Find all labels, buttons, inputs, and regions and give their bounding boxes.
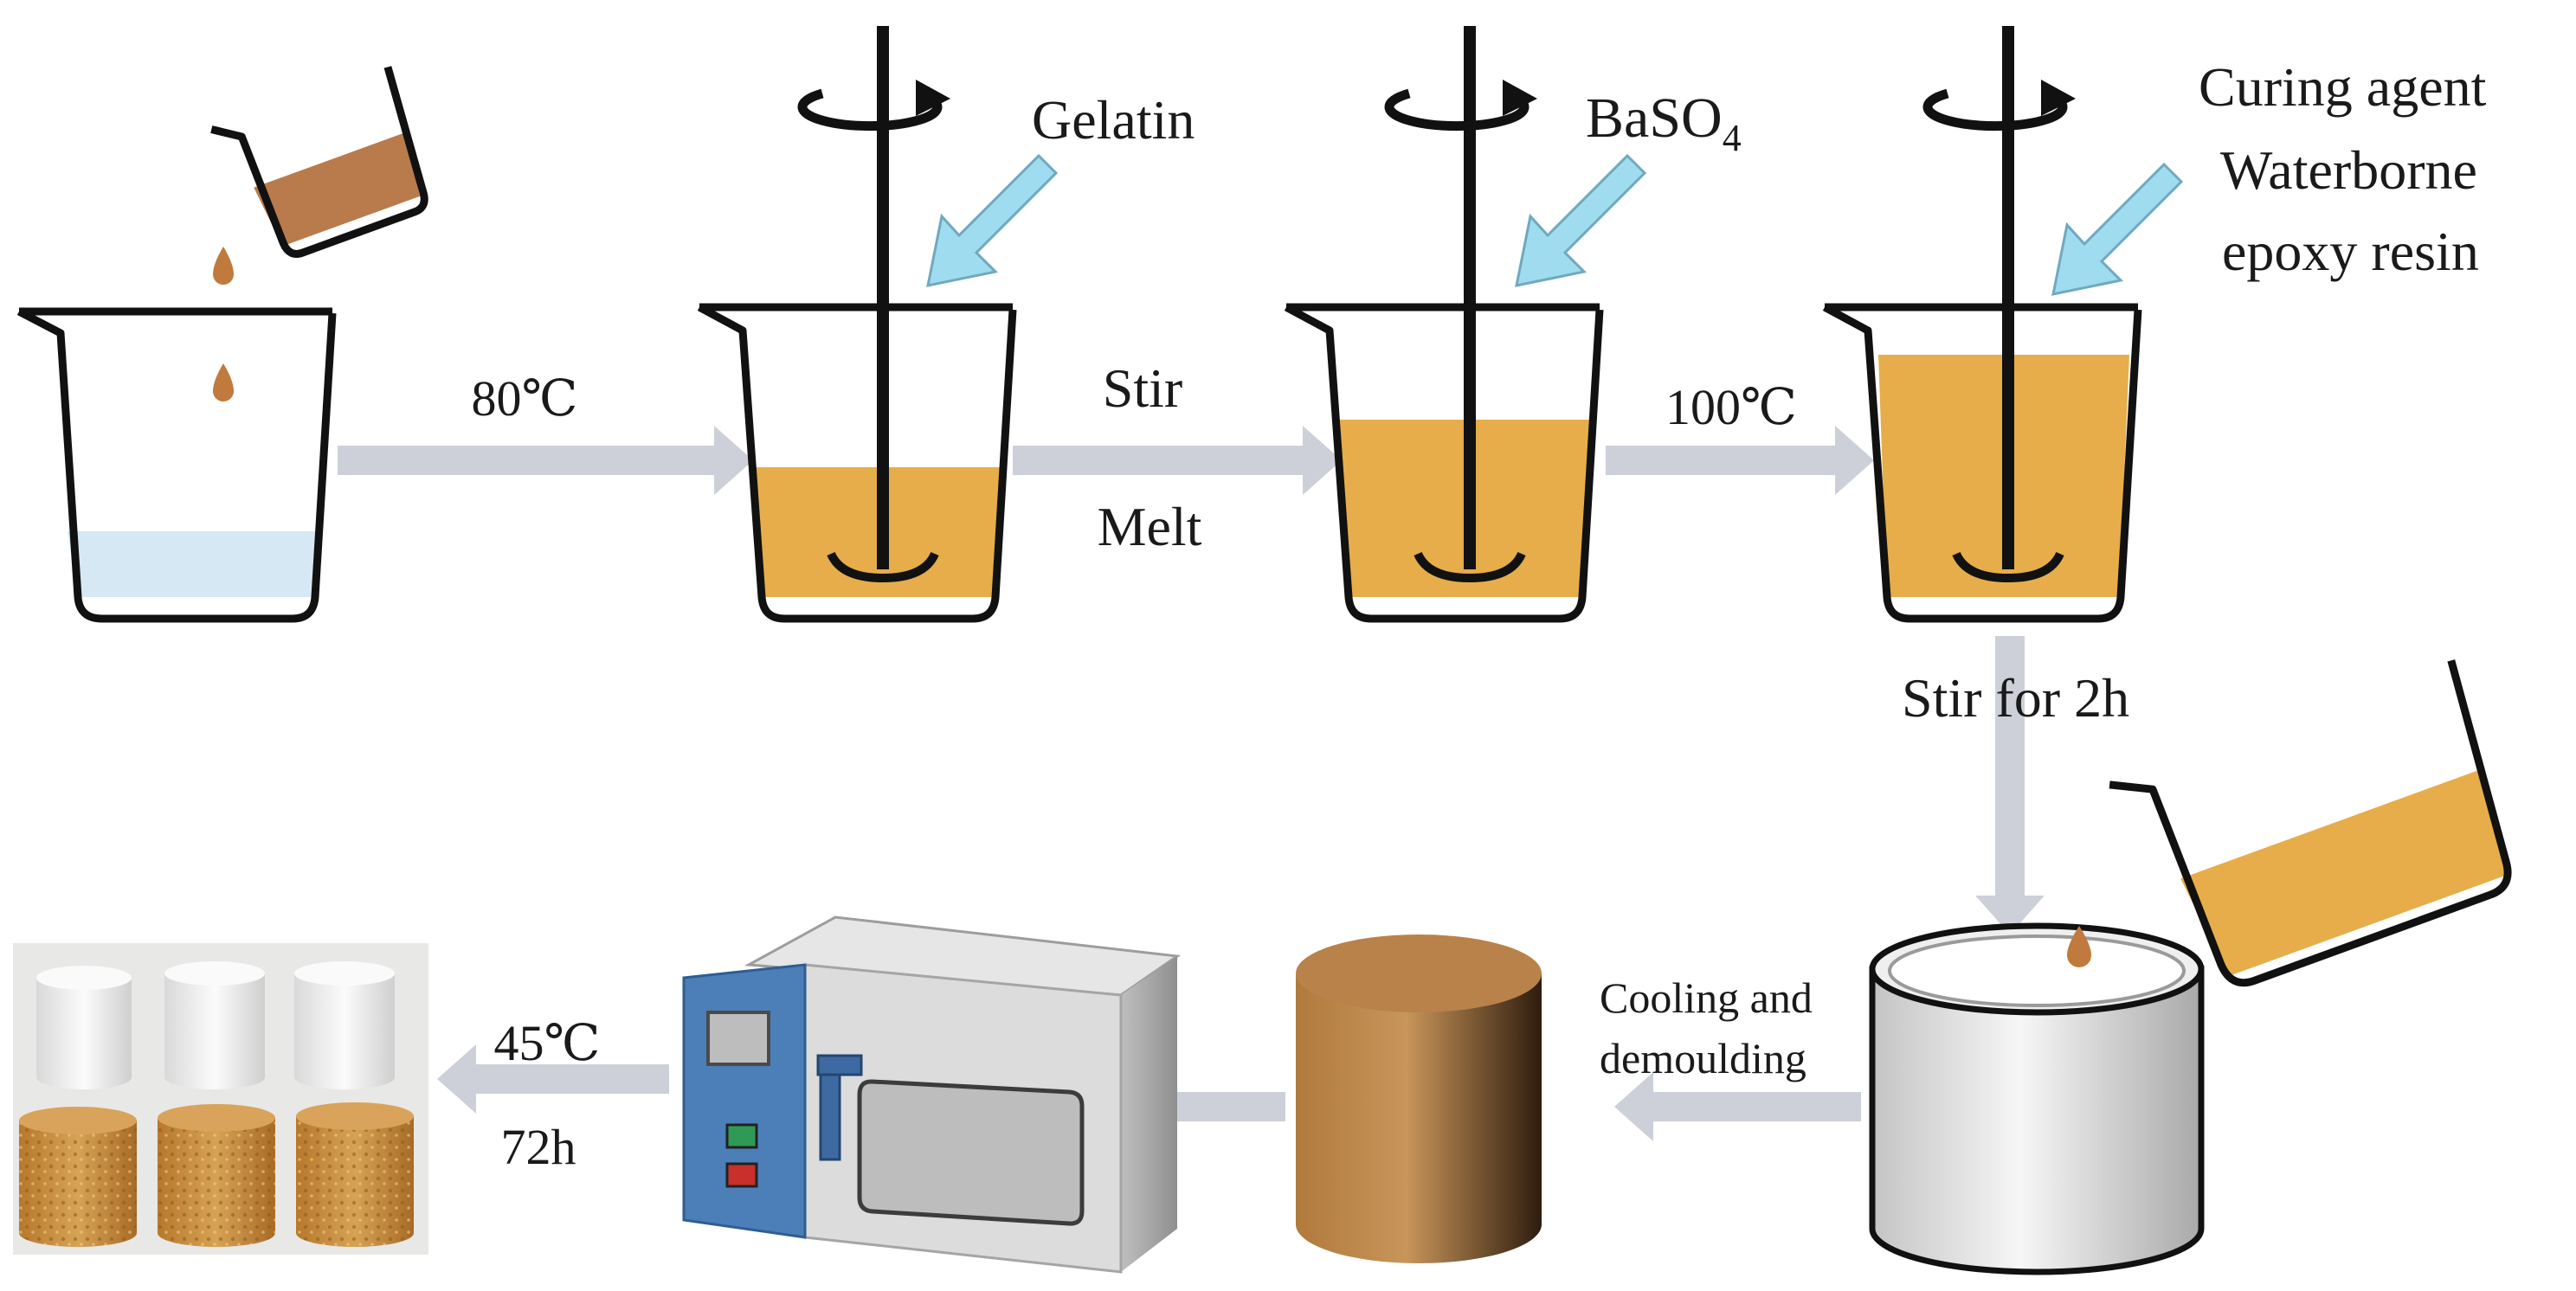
oven-display	[706, 1011, 770, 1066]
label-waterborne: Waterborne	[2220, 139, 2477, 201]
rotation-icon	[1384, 88, 1530, 132]
label-melt: Melt	[1098, 496, 1202, 557]
pouring-beaker-top	[210, 66, 428, 258]
cured-cylinder	[1296, 935, 1542, 1263]
add-arrow-baso4	[1515, 153, 1647, 287]
stirrer-2	[1384, 26, 1537, 583]
label-epoxy-resin: epoxy resin	[2222, 221, 2479, 282]
beaker-water	[16, 247, 337, 623]
flow-arrow-3	[1606, 426, 1874, 495]
rotation-icon	[797, 88, 943, 132]
label-45c: 45℃	[494, 1015, 601, 1071]
flow-arrow-down	[1975, 636, 2045, 935]
foam-samples	[19, 1102, 414, 1247]
label-baso4: BaSO4	[1586, 87, 1742, 159]
samples-photo	[13, 943, 428, 1255]
droplet-icon	[213, 363, 234, 401]
oven	[682, 915, 1182, 1274]
label-stir: Stir	[1103, 357, 1182, 419]
droplet-icon	[213, 247, 234, 285]
flow-arrow-2	[1013, 426, 1342, 495]
oven-window	[857, 1079, 1085, 1226]
white-samples	[36, 961, 395, 1089]
label-72h: 72h	[501, 1119, 576, 1175]
label-100c: 100℃	[1665, 379, 1797, 435]
label-80c: 80℃	[472, 370, 578, 427]
oven-red-button	[725, 1162, 758, 1188]
label-demoulding: demoulding	[1600, 1034, 1806, 1082]
droplet-icon	[2067, 926, 2091, 967]
pouring-beaker-bottom	[2109, 659, 2512, 987]
flow-arrow-1	[338, 426, 753, 495]
oven-control-panel	[682, 963, 807, 1239]
oven-handle	[819, 1063, 841, 1161]
label-stir-2h: Stir for 2h	[1902, 667, 2129, 729]
oven-green-button	[725, 1123, 758, 1149]
label-gelatin: Gelatin	[1032, 89, 1195, 151]
flow-arrow-left-3	[437, 1044, 669, 1114]
rotation-icon	[1922, 88, 2068, 132]
add-arrow-resin	[2051, 162, 2184, 296]
mold-cylinder	[1869, 922, 2205, 1275]
label-cooling: Cooling and	[1600, 973, 1813, 1022]
label-curing-agent: Curing agent	[2199, 56, 2487, 118]
flow-arrow-left-1	[1614, 1072, 1861, 1141]
add-arrow-gelatin	[926, 153, 1059, 287]
stirrer-3	[1922, 26, 2076, 583]
stirrer-1	[797, 26, 950, 583]
